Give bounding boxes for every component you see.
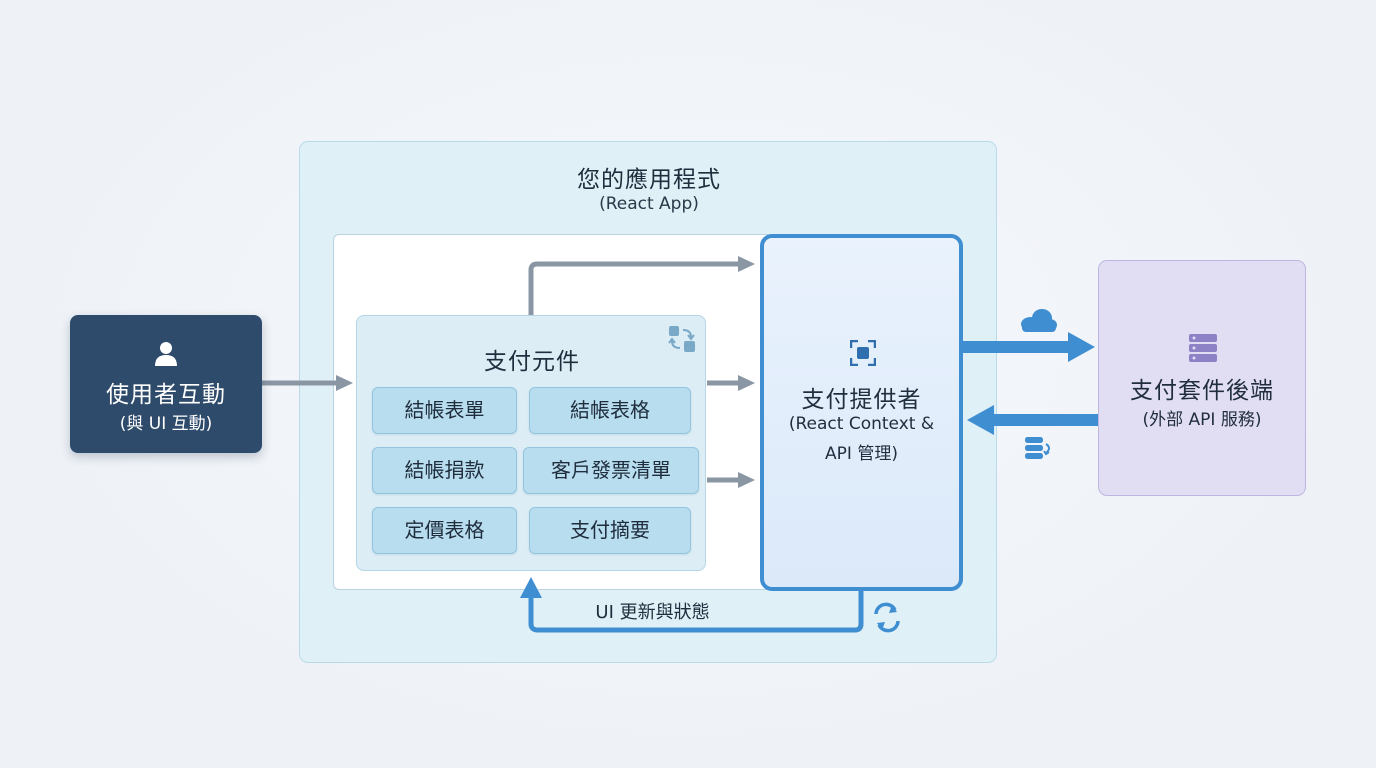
component-customer-invoice-list: 客戶發票清單 bbox=[523, 447, 699, 494]
ui-update-label: UI 更新與狀態 bbox=[595, 602, 710, 623]
component-pricing-table: 定價表格 bbox=[372, 507, 517, 554]
app-subtitle: (React App) bbox=[599, 194, 699, 214]
user-title: 使用者互動 bbox=[106, 382, 226, 408]
backend-subtitle: (外部 API 服務) bbox=[1142, 410, 1262, 430]
provider-subtitle-line2: API 管理) bbox=[825, 444, 898, 464]
swap-icon bbox=[668, 326, 695, 352]
database-icon bbox=[1025, 437, 1050, 459]
user-icon bbox=[155, 342, 177, 366]
payment-backend-box: 支付套件後端 (外部 API 服務) bbox=[1098, 260, 1306, 496]
payment-provider-box: 支付提供者 (React Context & API 管理) bbox=[760, 234, 963, 591]
component-checkout-table: 結帳表格 bbox=[529, 387, 691, 434]
payment-components-box: 支付元件 結帳表單 結帳表格 結帳捐款 客戶發票清單 定價表格 支付摘要 bbox=[356, 315, 706, 571]
provider-subtitle-line1: (React Context & bbox=[788, 414, 935, 434]
server-icon bbox=[1189, 334, 1217, 362]
user-subtitle: (與 UI 互動) bbox=[119, 414, 213, 434]
user-interaction-box: 使用者互動 (與 UI 互動) bbox=[70, 315, 262, 453]
component-checkout-donation: 結帳捐款 bbox=[372, 447, 517, 494]
component-checkout-form: 結帳表單 bbox=[372, 387, 517, 434]
components-title: 支付元件 bbox=[484, 349, 580, 375]
focus-frame-icon bbox=[850, 340, 876, 366]
provider-title: 支付提供者 bbox=[801, 387, 922, 413]
app-title: 您的應用程式 bbox=[577, 167, 721, 193]
cloud-icon bbox=[1021, 309, 1057, 332]
component-payment-summary: 支付摘要 bbox=[529, 507, 691, 554]
backend-title: 支付套件後端 bbox=[1130, 378, 1274, 404]
